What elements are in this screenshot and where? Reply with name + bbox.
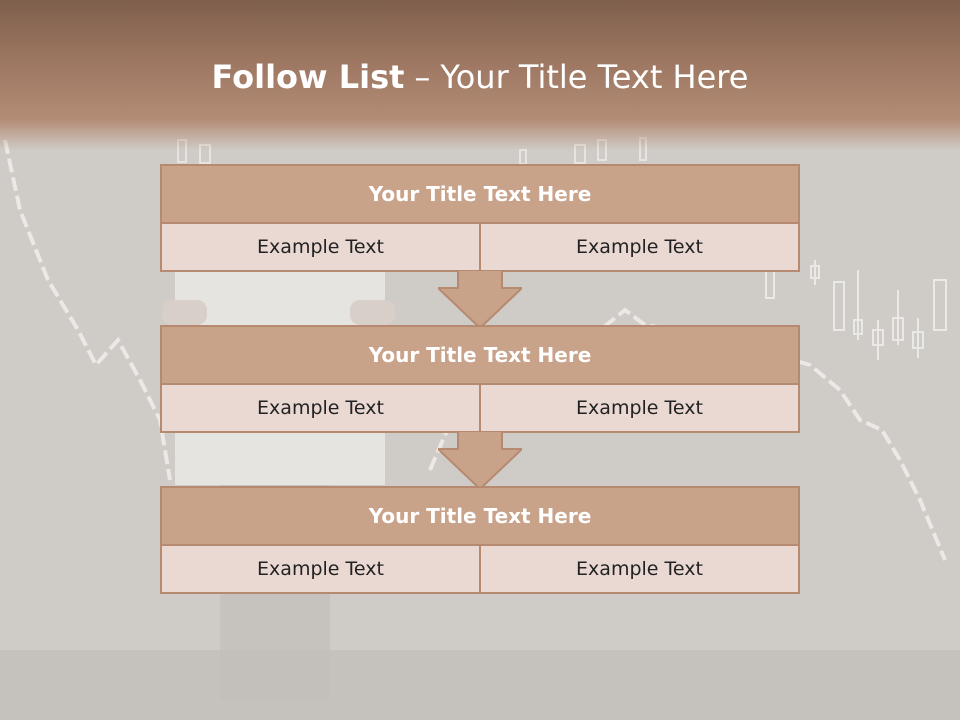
step-cell-left: Example Text [162,224,479,270]
header-band [0,0,960,150]
step-row: Example Text Example Text [162,546,798,592]
step-cell-left: Example Text [162,385,479,431]
step-cell-right: Example Text [479,385,798,431]
down-arrow-icon [438,270,522,330]
slide-title-rest: Your Title Text Here [440,58,749,96]
step-cell-right: Example Text [479,224,798,270]
slide-title-dash: – [414,58,431,96]
step-box-1: Your Title Text Here Example Text Exampl… [160,164,800,272]
step-cell-right: Example Text [479,546,798,592]
step-title: Your Title Text Here [162,166,798,224]
slide-title: Follow List–Your Title Text Here [0,52,960,102]
step-cell-left: Example Text [162,546,479,592]
slide-title-bold: Follow List [211,58,405,96]
down-arrow-icon [438,431,522,491]
step-row: Example Text Example Text [162,385,798,431]
step-box-2: Your Title Text Here Example Text Exampl… [160,325,800,433]
step-title: Your Title Text Here [162,327,798,385]
step-box-3: Your Title Text Here Example Text Exampl… [160,486,800,594]
step-title: Your Title Text Here [162,488,798,546]
step-row: Example Text Example Text [162,224,798,270]
